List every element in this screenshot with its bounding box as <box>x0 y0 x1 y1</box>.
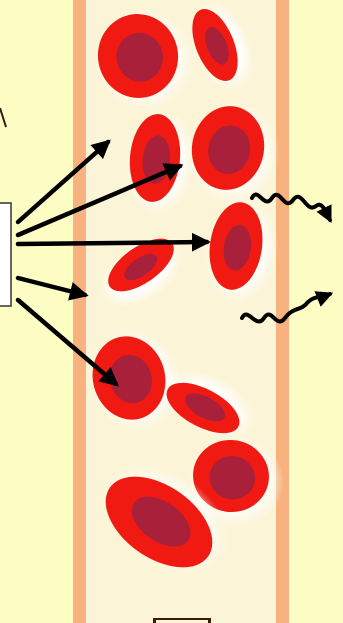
source-box <box>0 203 11 306</box>
vessel-wall-left <box>73 0 86 623</box>
vessel-wall-right <box>276 0 289 623</box>
straight-arrow-icon <box>18 242 207 244</box>
